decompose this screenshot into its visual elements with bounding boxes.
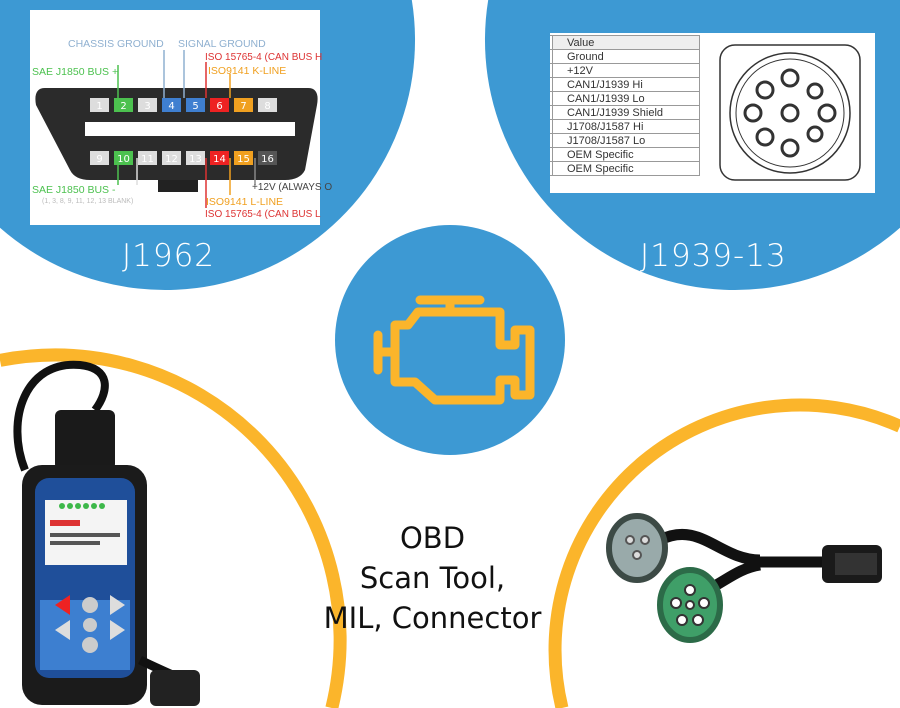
pin-number: 9 xyxy=(96,154,102,165)
pin-number: 16 xyxy=(261,154,274,165)
table-cell: OEM Specific xyxy=(552,161,700,176)
can-high-label: ISO 15765-4 (CAN BUS H xyxy=(205,52,323,63)
pin-number: 6 xyxy=(216,101,222,112)
pin xyxy=(162,98,181,112)
pin xyxy=(186,151,205,165)
plus12-label: +12V (ALWAYS O xyxy=(252,182,333,193)
table-row: +12V xyxy=(550,63,700,78)
pin xyxy=(90,151,109,165)
pin-number: 14 xyxy=(213,154,226,165)
pin xyxy=(138,98,157,112)
table-cell: Value xyxy=(552,35,700,50)
table-row: CAN1/J1939 Lo xyxy=(550,91,700,106)
pin-number: 13 xyxy=(189,154,202,165)
table-cell: J1708/J1587 Lo xyxy=(552,133,700,148)
pin-number: 10 xyxy=(117,154,130,165)
scan-tool-photo xyxy=(13,360,200,706)
pin-number: 3 xyxy=(144,101,150,112)
pin-number: 1 xyxy=(96,101,102,112)
bottom-right-ring xyxy=(548,398,900,708)
pin-number: 11 xyxy=(141,154,154,165)
y-cable-photo xyxy=(606,513,882,643)
k-line-label: ISO9141 K-LINE xyxy=(208,65,287,77)
table-row: CAN1/J1939 Shield xyxy=(550,105,700,120)
table-cell: J1708/J1587 Hi xyxy=(552,119,700,134)
blank-pins-label: (1, 3, 8, 9, 11, 12, 13 BLANK) xyxy=(42,198,134,205)
table-cell: CAN1/J1939 Shield xyxy=(552,105,700,120)
table-row: J1708/J1587 Hi xyxy=(550,119,700,134)
pin-number: 5 xyxy=(192,101,198,112)
table-row: CAN1/J1939 Hi xyxy=(550,77,700,92)
table-cell: Ground xyxy=(552,49,700,64)
caption: OBD Scan Tool, MIL, Connector xyxy=(300,518,565,638)
table-row: OEM Specific xyxy=(550,161,700,176)
table-row: OEM Specific xyxy=(550,147,700,162)
pin xyxy=(90,98,109,112)
table-cell: OEM Specific xyxy=(552,147,700,162)
pin xyxy=(114,98,133,112)
bus-plus-label: SAE J1850 BUS + xyxy=(32,66,119,78)
center-circle xyxy=(335,225,565,455)
j1962-label: J1962 xyxy=(122,238,216,274)
pin-number: 4 xyxy=(168,101,174,112)
pin xyxy=(186,98,205,112)
pin-number: 15 xyxy=(237,154,250,165)
caption-line: Scan Tool, xyxy=(359,561,506,595)
pin xyxy=(138,151,157,165)
chassis-ground-label: CHASSIS GROUND xyxy=(68,38,164,50)
pin-number: 12 xyxy=(165,154,178,165)
table-row: Value xyxy=(550,35,700,50)
pin xyxy=(210,151,229,165)
bus-minus-label: SAE J1850 BUS - xyxy=(32,184,116,196)
table-row: Ground xyxy=(550,49,700,64)
pin xyxy=(258,98,277,112)
table-cell: CAN1/J1939 Lo xyxy=(552,91,700,106)
j1939-label: J1939-13 xyxy=(640,238,787,274)
l-line-label: ISO9141 L-LINE xyxy=(206,196,284,208)
pin xyxy=(162,151,181,165)
signal-ground-label: SIGNAL GROUND xyxy=(178,38,266,50)
pin xyxy=(210,98,229,112)
pin-number: 2 xyxy=(120,101,126,112)
can-low-label: ISO 15765-4 (CAN BUS L xyxy=(205,209,321,220)
caption-line: OBD xyxy=(399,521,466,555)
table-row: J1708/J1587 Lo xyxy=(550,133,700,148)
pin xyxy=(234,151,253,165)
engine-check-icon xyxy=(373,295,535,405)
bottom-left-ring xyxy=(0,348,347,708)
j1939-connector-drawing xyxy=(719,44,861,181)
table-cell: +12V xyxy=(552,63,700,78)
table-cell: CAN1/J1939 Hi xyxy=(552,77,700,92)
caption-line: MIL, Connector xyxy=(323,601,542,635)
pin-number: 8 xyxy=(264,101,270,112)
pin xyxy=(234,98,253,112)
pin-number: 7 xyxy=(240,101,246,112)
pin xyxy=(258,151,277,165)
